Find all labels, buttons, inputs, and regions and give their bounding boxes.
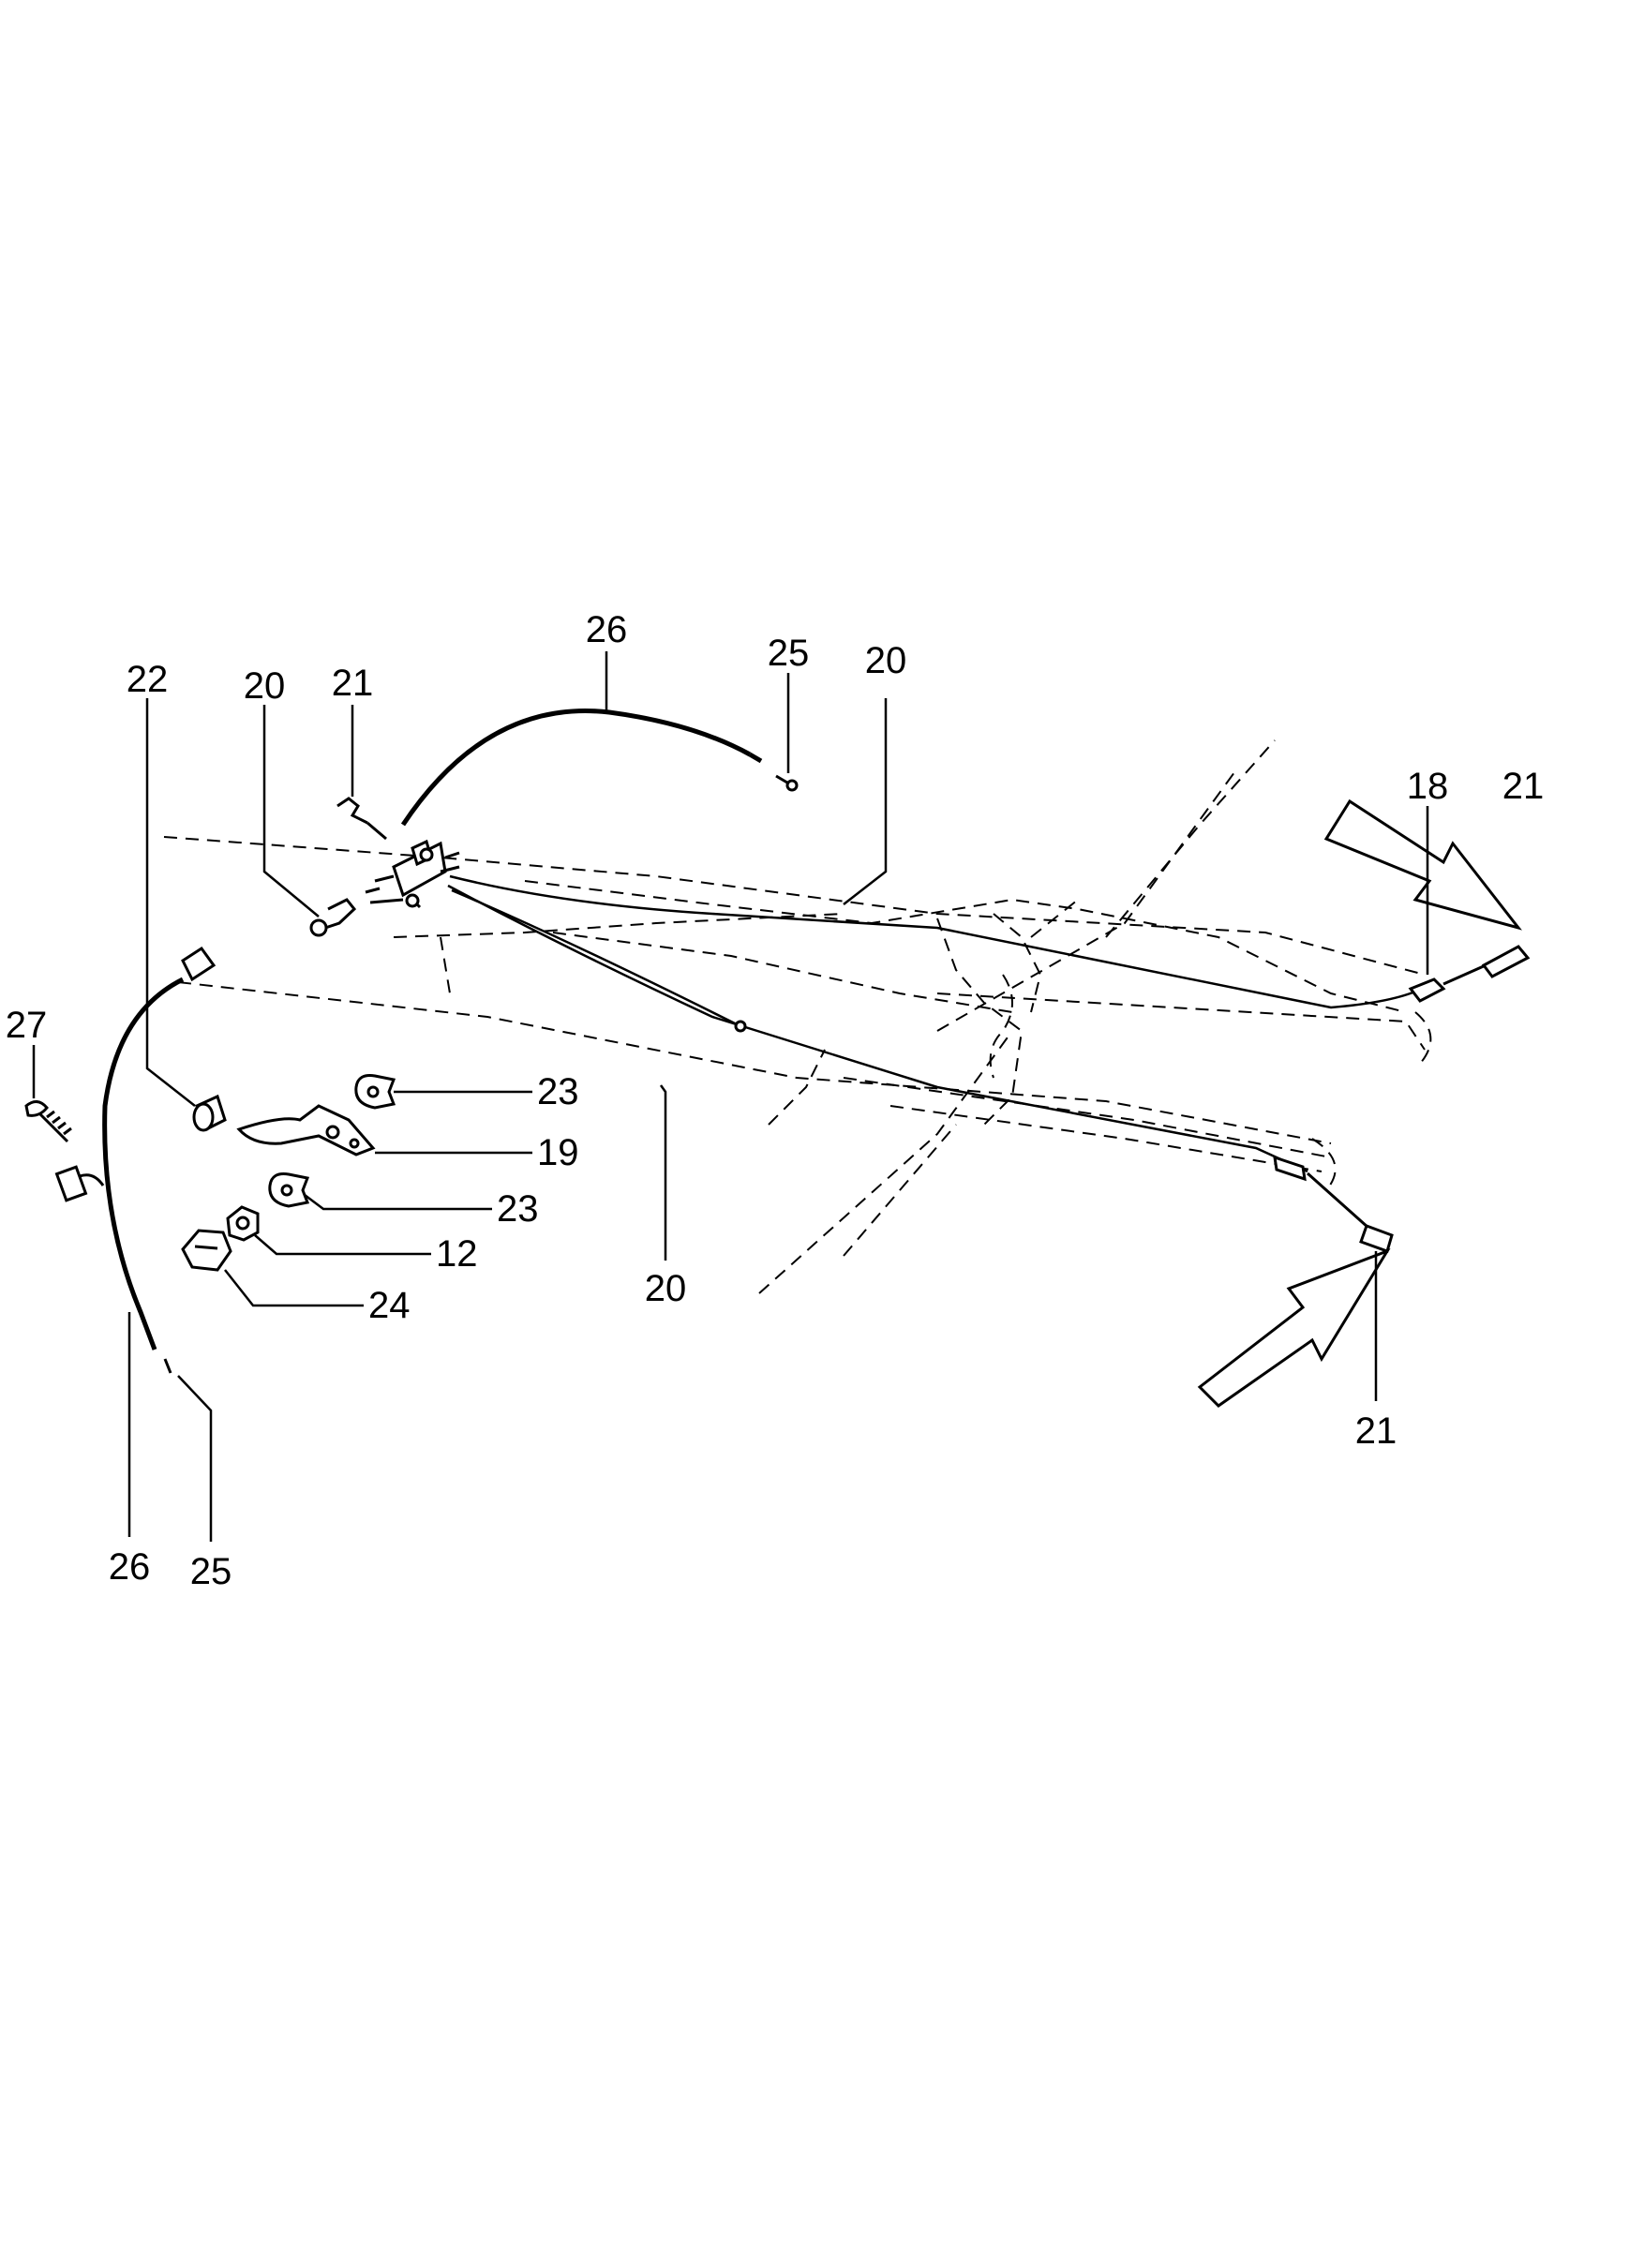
callout-24: 24 [368,1285,411,1326]
callout-26-upper: 26 [586,609,628,650]
callout-27: 27 [6,1005,48,1046]
clip-23-upper [354,1074,396,1110]
clip-23-lower [268,1172,310,1208]
nut-24 [181,1229,232,1272]
callout-23-upper: 23 [537,1071,579,1112]
brake-cable-lower [447,884,1394,1253]
brake-cable-right [449,874,1531,1009]
screw-27 [24,1100,72,1143]
arrow-lower-right [1197,1248,1391,1408]
callout-20-upper-right: 20 [865,640,907,681]
cable-20-center [451,888,747,1033]
callout-21-lower: 21 [1355,1410,1397,1452]
arrow-upper-right [1323,798,1522,931]
callout-19: 19 [537,1132,579,1173]
clip-21-upper [336,797,387,841]
callout-25-upper: 25 [768,633,810,674]
callout-23-lower: 23 [497,1188,539,1230]
cable-26-upper [400,709,799,827]
callout-25-lower: 25 [190,1551,232,1592]
vehicle-outline-phantom [163,739,1432,1294]
callout-20-upper-left: 20 [244,665,286,707]
callout-21-upper-left: 21 [332,663,374,704]
bushing-22 [192,1094,227,1132]
callout-12: 12 [436,1233,478,1275]
clip-20-upper [309,893,420,937]
leader-lines [32,651,1429,1542]
lever-19 [236,1104,376,1156]
washer-12 [226,1205,260,1242]
callout-20-lower: 20 [645,1268,687,1309]
callout-21-upper-right: 21 [1502,766,1545,807]
callout-18: 18 [1407,766,1449,807]
callouts: 22 20 21 26 25 20 18 21 27 23 19 23 12 2… [6,609,1545,1592]
callout-26-lower: 26 [109,1546,151,1588]
cable-26-left [54,946,217,1374]
callout-22: 22 [127,659,169,700]
equalizer-bracket [365,839,460,909]
